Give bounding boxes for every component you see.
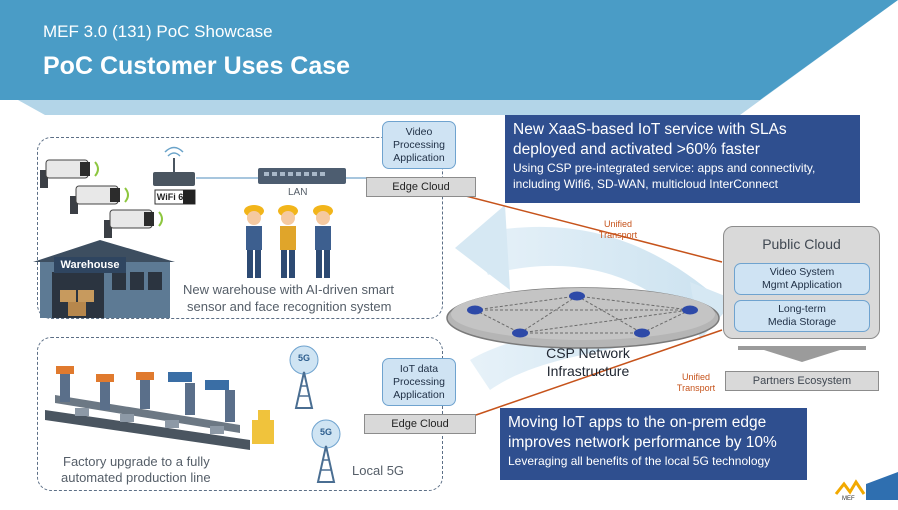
lan-label: LAN bbox=[288, 187, 308, 198]
csp-network-label: CSP Network Infrastructure bbox=[528, 344, 648, 380]
transport-top-line2: Transport bbox=[598, 230, 638, 240]
video-mgmt-line1: Video System bbox=[769, 266, 835, 278]
iot-app-line1: IoT data bbox=[399, 362, 439, 375]
warehouse-building-icon bbox=[33, 240, 175, 318]
workers-icon bbox=[244, 205, 333, 278]
partners-arrow bbox=[738, 346, 866, 362]
callout-top-line1: New XaaS-based IoT service with SLAs bbox=[513, 121, 787, 138]
5g-tower-label-bottom: 5G bbox=[319, 427, 332, 437]
callout-bottom: Moving IoT apps to the on-prem edge impr… bbox=[500, 408, 807, 480]
callout-top-line4: including Wifi6, SD-WAN, multicloud Inte… bbox=[513, 177, 778, 191]
video-app-line1: Video bbox=[405, 125, 433, 138]
media-storage-line1: Long-term bbox=[778, 303, 826, 315]
callout-top-line3: Using CSP pre-integrated service: apps a… bbox=[513, 161, 816, 175]
video-processing-app-box: Video Processing Application bbox=[382, 121, 456, 169]
edge-cloud-bottom: Edge Cloud bbox=[364, 414, 476, 434]
media-storage-line2: Media Storage bbox=[767, 316, 837, 328]
transport-bottom-line1: Unified bbox=[681, 372, 710, 382]
warehouse-caption-line1: New warehouse with AI-driven smart bbox=[183, 282, 394, 297]
local-5g-label: Local 5G bbox=[352, 463, 405, 478]
callout-bottom-line3: Leveraging all benefits of the local 5G … bbox=[508, 454, 771, 468]
video-mgmt-box: Video System Mgmt Application bbox=[734, 263, 870, 295]
transport-line-top bbox=[461, 194, 723, 263]
wifi-label: WiFi 6 bbox=[156, 192, 184, 202]
callout-top-line2: deployed and activated >60% faster bbox=[513, 141, 760, 158]
csp-line1: CSP Network bbox=[546, 345, 630, 361]
factory-caption-line2: automated production line bbox=[61, 470, 211, 485]
public-cloud-title: Public Cloud bbox=[762, 236, 841, 252]
video-app-line2: Processing bbox=[393, 138, 445, 151]
partners-ecosystem-box: Partners Ecosystem bbox=[725, 371, 879, 391]
callout-top: New XaaS-based IoT service with SLAs dep… bbox=[505, 115, 860, 203]
warehouse-site-box bbox=[37, 137, 443, 319]
media-storage-box: Long-term Media Storage bbox=[734, 300, 870, 332]
transport-line-bottom bbox=[475, 329, 723, 416]
video-mgmt-line2: Mgmt Application bbox=[762, 279, 842, 291]
unified-transport-bottom: Unified Transport bbox=[670, 372, 722, 394]
iot-app-line3: Application bbox=[393, 388, 445, 401]
transport-bottom-line2: Transport bbox=[676, 383, 716, 393]
transport-top-line1: Unified bbox=[603, 219, 632, 229]
unified-transport-top: Unified Transport bbox=[592, 219, 644, 241]
mef-logo bbox=[834, 468, 898, 510]
header-band bbox=[0, 0, 898, 115]
lan-switch-icon bbox=[258, 168, 346, 184]
warehouse-caption-line2: sensor and face recognition system bbox=[187, 299, 392, 314]
5g-tower-label-top: 5G bbox=[297, 353, 310, 363]
callout-bottom-line1: Moving IoT apps to the on-prem edge bbox=[508, 414, 767, 431]
factory-caption-line1: Factory upgrade to a fully bbox=[63, 454, 210, 469]
iot-processing-app-box: IoT data Processing Application bbox=[382, 358, 456, 406]
cctv-camera-icon bbox=[40, 159, 163, 238]
mef-logo-text: MEF bbox=[842, 496, 855, 502]
page-title: PoC Customer Uses Case bbox=[43, 52, 351, 80]
warehouse-sign: Warehouse bbox=[60, 259, 120, 271]
video-app-line3: Application bbox=[393, 151, 445, 164]
csp-network-ellipse bbox=[446, 287, 720, 349]
wifi-router-icon bbox=[153, 146, 196, 205]
5g-tower-icon bbox=[289, 345, 341, 483]
iot-app-line2: Processing bbox=[393, 375, 445, 388]
edge-cloud-top: Edge Cloud bbox=[366, 177, 476, 197]
callout-bottom-line2: improves network performance by 10% bbox=[508, 434, 777, 451]
public-cloud-box: Public Cloud Video System Mgmt Applicati… bbox=[723, 226, 880, 339]
factory-production-line-icon bbox=[45, 366, 274, 450]
csp-line2: Infrastructure bbox=[546, 363, 630, 379]
header-subtitle: MEF 3.0 (131) PoC Showcase bbox=[43, 22, 273, 41]
